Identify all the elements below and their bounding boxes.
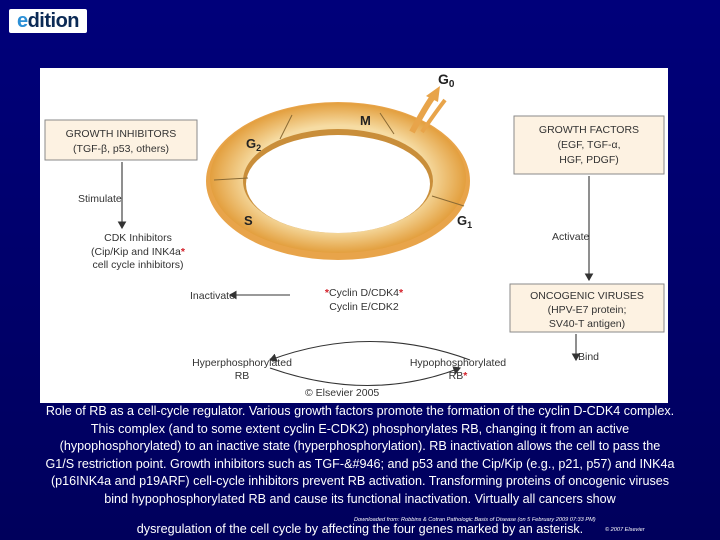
svg-text:RB*: RB* [449,370,469,382]
figure-caption: Role of RB as a cell-cycle regulator. Va… [45,404,675,506]
svg-text:Hypophosphorylated: Hypophosphorylated [410,357,506,369]
edition-logo: edition [9,9,87,33]
copyright-note: © 2007 Elsevier [605,527,645,533]
phase-g2-label: G2 [246,136,261,153]
cell-cycle-figure: G0 M G2 S G1 GROWTH INHIBITORS (TGF-β, p… [40,68,668,403]
figure-caption-last-line: dysregulation of the cell cycle by affec… [136,522,584,536]
label-g0: G0 [438,71,455,90]
hyperphosphorylated-rb-label: Hyperphosphorylated RB [192,357,292,382]
inactivate-label: Inactivate [190,290,235,302]
cyclin-d-cdk4-label: *Cyclin D/CDK4* [325,287,404,299]
activate-label: Activate [552,231,590,243]
rb-dephosphorylation-arrow [269,366,462,386]
growth-inhibitors-box: GROWTH INHIBITORS (TGF-β, p53, others) [44,119,198,161]
growth-factors-title: GROWTH FACTORS [539,124,639,136]
phase-s-label: S [244,213,253,228]
cdk-inhibitors-label: CDK Inhibitors (Cip/Kip and INK4a* cell … [91,232,186,271]
oncogenic-viruses-line3: SV40-T antigen) [549,318,625,330]
svg-text:(Cip/Kip and INK4a*: (Cip/Kip and INK4a* [91,246,186,258]
figure-copyright: © Elsevier 2005 [305,387,379,399]
svg-text:CDK Inhibitors: CDK Inhibitors [104,232,172,244]
cell-cycle-diagram: G0 M G2 S G1 GROWTH INHIBITORS (TGF-β, p… [44,71,665,399]
oncogenic-viruses-title: ONCOGENIC VIRUSES [530,290,644,302]
cyclin-e-cdk2-label: Cyclin E/CDK2 [329,301,399,313]
phase-m-label: M [360,113,371,128]
logo-rest: dition [27,9,80,32]
rb-phosphorylation-arrow [268,341,471,362]
bind-label: Bind [578,351,599,363]
svg-text:Hyperphosphorylated: Hyperphosphorylated [192,357,292,369]
growth-inhibitors-examples: (TGF-β, p53, others) [73,143,169,155]
growth-factors-box: GROWTH FACTORS (EGF, TGF-α, HGF, PDGF) [513,115,665,175]
g0-exit-arrows [409,86,447,134]
hypophosphorylated-rb-label: Hypophosphorylated RB* [410,357,506,382]
growth-factors-line2: (EGF, TGF-α, [557,139,620,151]
svg-text:cell cycle inhibitors): cell cycle inhibitors) [92,259,183,271]
logo-prefix: e [16,9,28,32]
logo-text: edition [16,9,80,33]
source-note: Downloaded from: Robbins & Cotran Pathol… [354,517,596,523]
growth-factors-line3: HGF, PDGF) [559,154,619,166]
phase-g1-label: G1 [457,213,472,230]
growth-inhibitors-title: GROWTH INHIBITORS [66,128,177,140]
stimulate-label: Stimulate [78,193,122,205]
cell-cycle-ring [206,102,470,260]
svg-text:RB: RB [235,370,250,382]
oncogenic-viruses-box: ONCOGENIC VIRUSES (HPV-E7 protein; SV40-… [509,283,665,333]
oncogenic-viruses-line2: (HPV-E7 protein; [548,304,627,316]
